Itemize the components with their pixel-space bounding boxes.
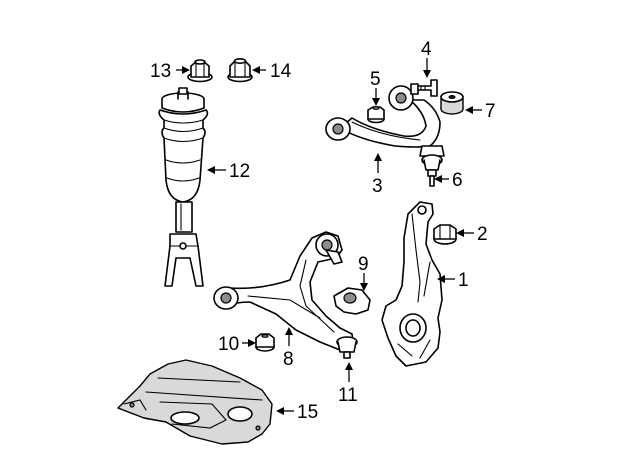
part-8-lower-control-arm (213, 231, 355, 351)
callout-12: 12 (229, 161, 250, 182)
callout-10: 10 (218, 334, 239, 355)
callout-9: 9 (358, 254, 369, 275)
part-14-nut (227, 57, 253, 83)
part-5-nut (367, 106, 385, 124)
part-2-nut (433, 224, 457, 245)
part-7-bushing (440, 91, 464, 115)
part-4-bolt (410, 79, 438, 97)
part-1-steering-knuckle (381, 201, 443, 367)
callout-15: 15 (297, 402, 318, 423)
leader-lines (176, 58, 482, 415)
callout-labels: 1 2 3 4 5 6 7 8 9 10 11 12 13 14 15 (150, 39, 496, 423)
part-12-air-strut (158, 87, 209, 287)
callout-1: 1 (458, 270, 469, 291)
part-13-flange-nut (187, 59, 213, 83)
part-9-bushing (333, 287, 371, 315)
callout-6: 6 (452, 170, 463, 191)
callout-2: 2 (477, 224, 488, 245)
part-15-skid-plate (117, 359, 273, 445)
part-6-ball-joint (421, 154, 443, 187)
callout-3: 3 (372, 176, 383, 197)
callout-5: 5 (370, 69, 381, 90)
callout-7: 7 (485, 101, 496, 122)
callout-11: 11 (338, 385, 358, 406)
callout-8: 8 (283, 349, 294, 370)
part-3-upper-control-arm (325, 85, 445, 157)
callout-14: 14 (270, 61, 292, 82)
part-11-ball-joint (336, 336, 358, 359)
part-10-nut (255, 333, 275, 352)
callout-4: 4 (421, 39, 432, 60)
callout-13: 13 (150, 61, 171, 82)
